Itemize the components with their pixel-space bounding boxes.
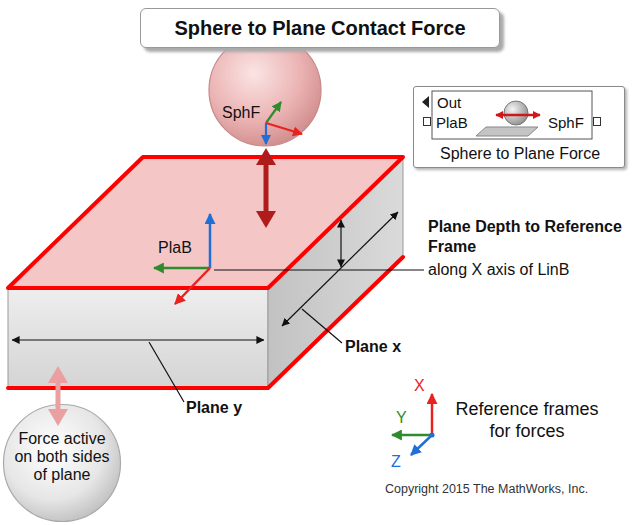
frame-label: SphF (222, 103, 260, 123)
plane-front-face (8, 288, 268, 388)
dimension-label: Plane x (345, 337, 401, 357)
sphere-node: SphF (208, 33, 322, 147)
arrow-head (256, 148, 276, 165)
contact-force-arrow (256, 148, 276, 228)
port-label: PlaB (436, 113, 468, 133)
sphere-note: Force active on both sides of plane (10, 430, 114, 484)
plane-y-dimension (12, 339, 264, 340)
depth-dimension (340, 220, 341, 267)
sphere-glyph (504, 101, 528, 125)
frame-label: PlaB (158, 238, 192, 258)
port-label: SphF (548, 113, 584, 133)
axis-arrow (392, 434, 432, 437)
sphere-node: Force active on both sides of plane (2, 403, 122, 523)
input-port (424, 118, 431, 126)
input-port (594, 118, 601, 126)
force-glyph (496, 114, 540, 117)
underside-force-arrow (48, 366, 68, 426)
plane-x-dimension (282, 212, 398, 326)
legend-note: Reference frames for forces (447, 398, 607, 442)
plane-glyph (476, 127, 538, 136)
dimension-label: Plane y (186, 398, 242, 418)
sphere-body (209, 34, 321, 146)
block-icon: OutPlaB SphF Sphere to Plane Force (413, 86, 625, 168)
axis-arrow (154, 267, 210, 270)
axis-arrow (209, 214, 212, 268)
block-body (432, 91, 592, 139)
sphere-outline (208, 33, 322, 147)
leader-line (149, 342, 184, 402)
output-port (422, 96, 429, 108)
axis-label: Y (396, 408, 407, 428)
axis-arrow (175, 268, 210, 304)
port-label: Out (437, 93, 461, 113)
dimension-lines (12, 212, 424, 402)
reference-triad (392, 394, 435, 455)
axis-label: X (414, 376, 425, 396)
plane-top-surface (8, 157, 403, 288)
plane-frame-triad (154, 214, 210, 304)
axis-arrow (266, 102, 281, 123)
reference-depth-line (214, 269, 424, 270)
block-caption: Sphere to Plane Force (414, 144, 626, 164)
diagram-title: Sphere to Plane Contact Force (140, 8, 500, 48)
leader-line (302, 309, 342, 343)
axis-arrow (265, 123, 267, 144)
axis-arrow (266, 123, 302, 134)
arrow-shaft (56, 380, 61, 412)
dimension-note: along X axis of LinB (428, 260, 569, 280)
arrow-head (48, 409, 68, 426)
axis-label: Z (391, 452, 401, 472)
triad-origin (430, 433, 435, 438)
axis-arrow (411, 435, 432, 455)
copyright-note: Copyright 2015 The MathWorks, Inc. (385, 481, 588, 497)
axis-arrow (431, 394, 434, 435)
arrow-head (48, 366, 68, 383)
sphere-frame-triad (266, 102, 302, 144)
arrow-head (256, 211, 276, 228)
arrow-shaft (264, 162, 269, 214)
sphere-body (4, 405, 121, 522)
dimension-label: Plane Depth to Reference Frame (428, 217, 623, 257)
